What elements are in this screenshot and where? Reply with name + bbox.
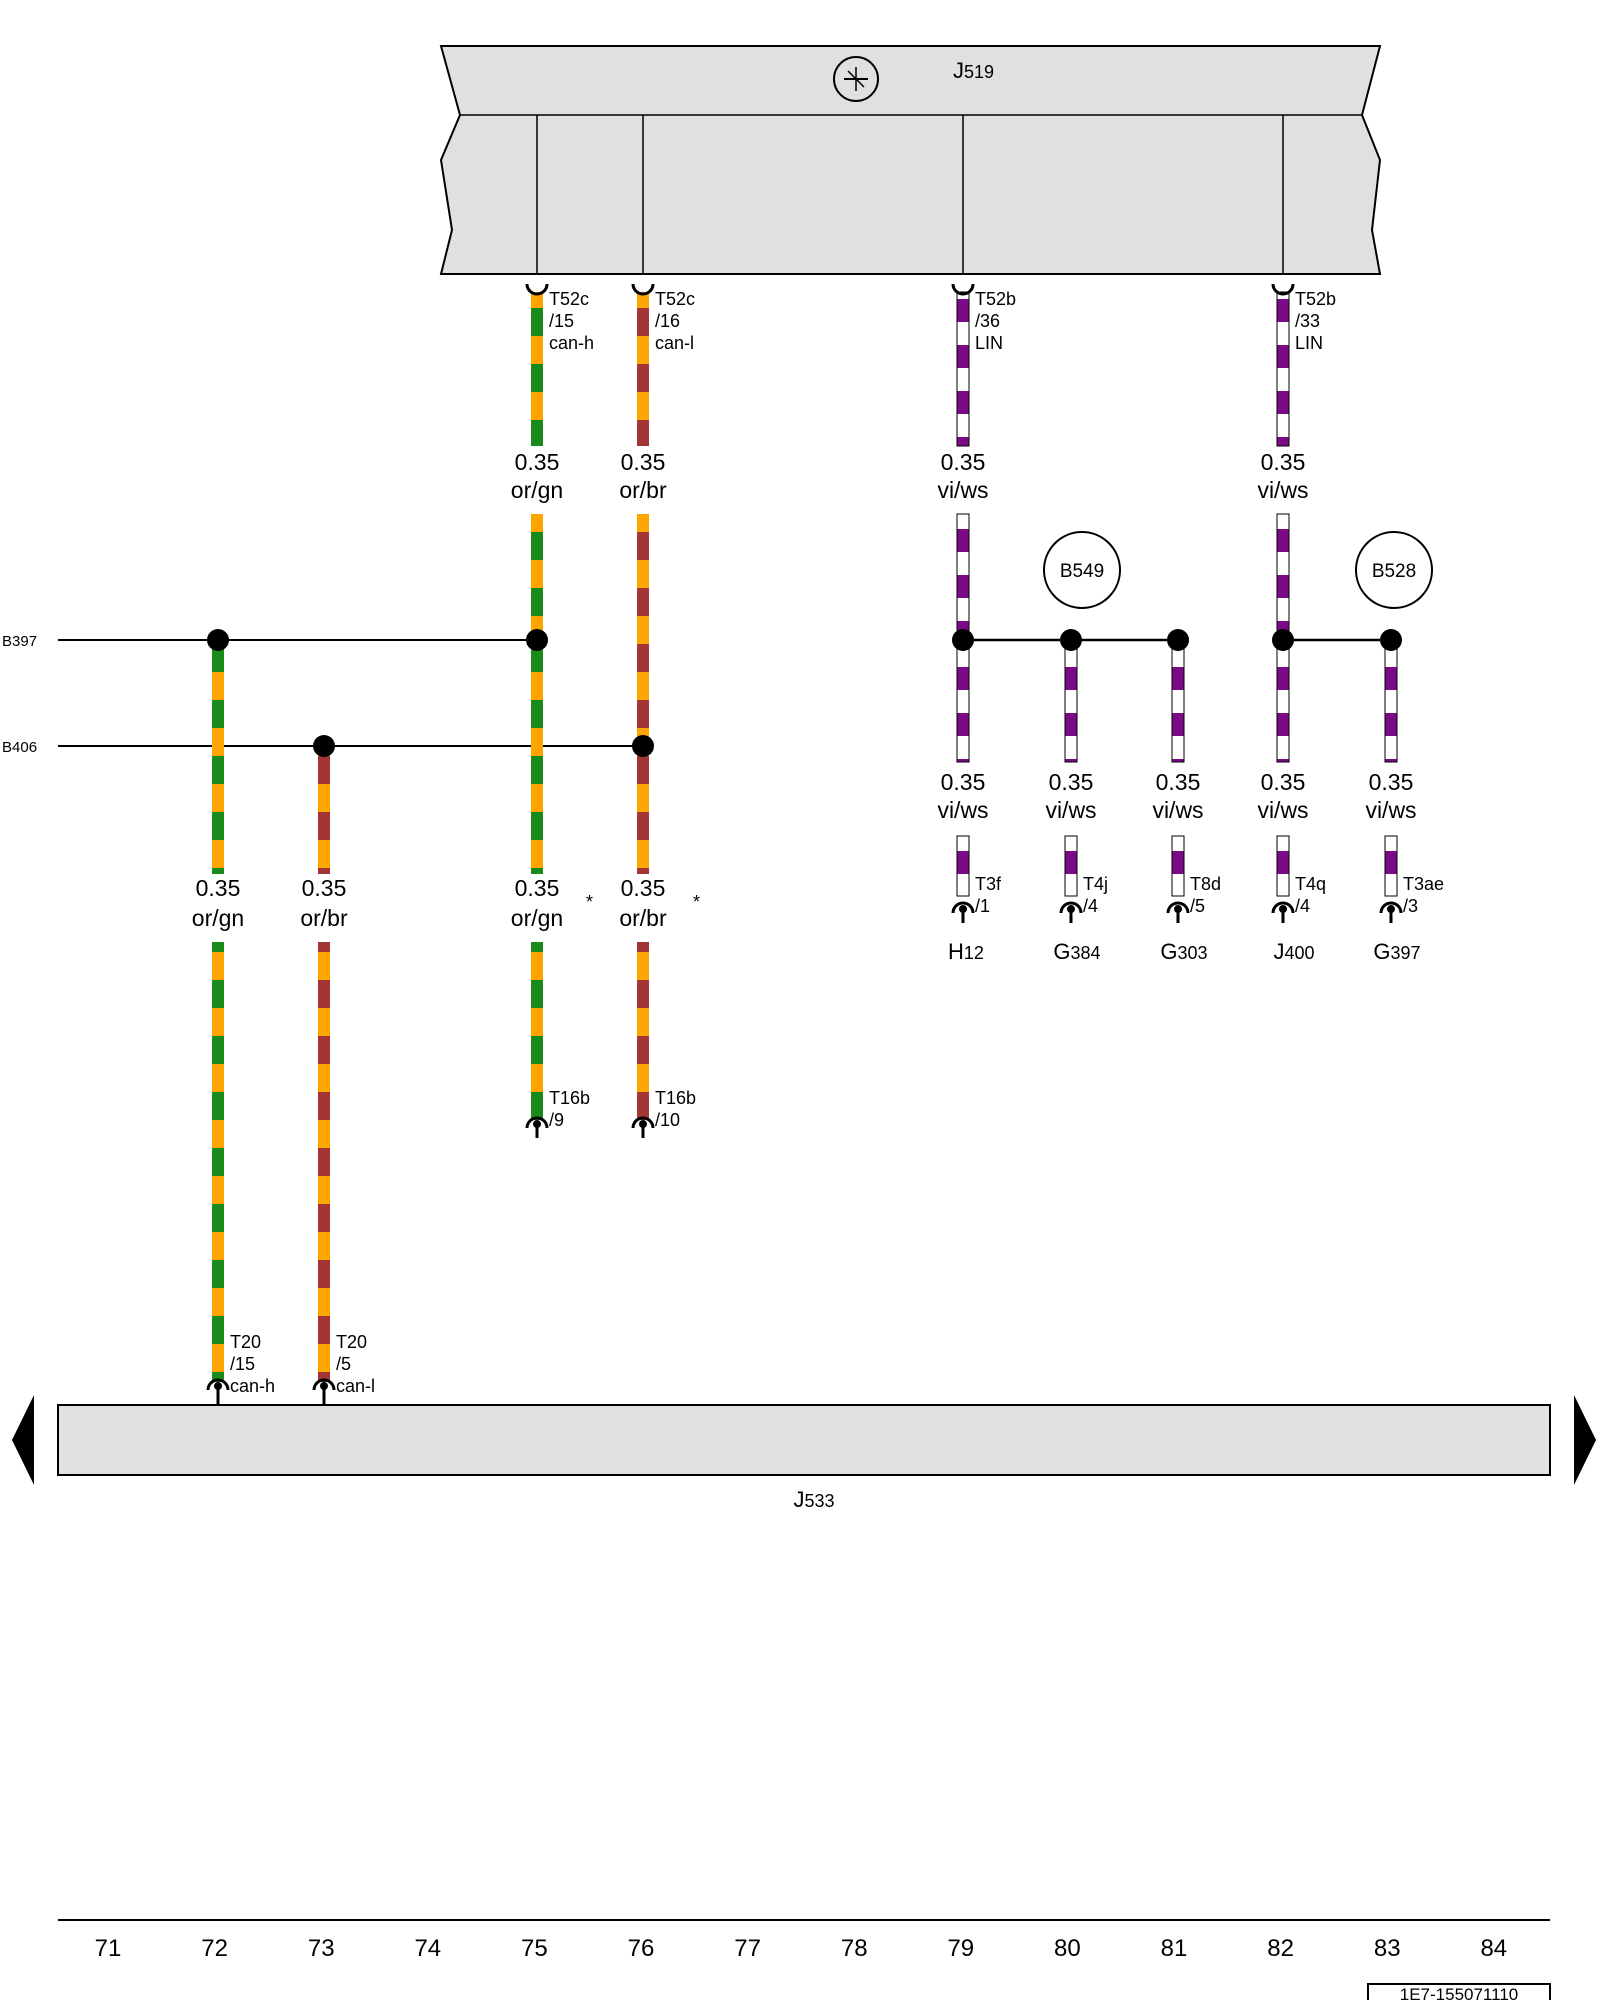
- component-g384: G384: [1053, 939, 1100, 964]
- svg-text:T16b/10: T16b/10: [655, 1088, 696, 1130]
- lower-pin-labels: T3f/1 T4j/4 T8d/5 T4q/4 T3ae/3 T16b/9 T1…: [549, 874, 1444, 1130]
- svg-text:T4q/4: T4q/4: [1295, 874, 1326, 916]
- svg-text:B528: B528: [1372, 561, 1416, 582]
- svg-text:1E7-155071110: 1E7-155071110: [1400, 1985, 1518, 2000]
- wire-75[interactable]: [531, 292, 543, 1120]
- svg-text:B397: B397: [2, 633, 37, 650]
- svg-text:T16b/9: T16b/9: [549, 1088, 590, 1130]
- document-id: 1E7-155071110: [1367, 1983, 1551, 2000]
- column-number: 74: [414, 1935, 441, 1962]
- antenna-symbol-icon: [833, 56, 879, 102]
- wire-73[interactable]: [318, 746, 330, 1382]
- column-number: 80: [1054, 1935, 1081, 1962]
- column-number: 79: [947, 1935, 974, 1962]
- component-labels: H12 G384 G303 J400 G397: [948, 939, 1421, 964]
- j533-label: J533: [793, 1487, 834, 1512]
- column-numbers: 71 72 73 74 75 76 77 78 79 80 81 82 83 84: [95, 1935, 1508, 1962]
- wire-72[interactable]: [212, 640, 224, 1382]
- lower-pin-symbols: [206, 901, 1403, 1404]
- svg-text:B549: B549: [1060, 561, 1104, 582]
- component-h12: H12: [948, 939, 984, 964]
- column-number: 77: [734, 1935, 761, 1962]
- column-number: 76: [628, 1935, 655, 1962]
- svg-text:T8d/5: T8d/5: [1190, 874, 1221, 916]
- control-unit-j533[interactable]: J533: [12, 1395, 1596, 1512]
- svg-text:T4j/4: T4j/4: [1083, 874, 1108, 916]
- column-number: 82: [1267, 1935, 1294, 1962]
- column-number: 73: [308, 1935, 335, 1962]
- column-number: 72: [201, 1935, 228, 1962]
- column-number: 83: [1374, 1935, 1401, 1962]
- column-number: 75: [521, 1935, 548, 1962]
- wire-81[interactable]: [1171, 639, 1185, 897]
- svg-text:B406: B406: [2, 739, 37, 756]
- arrow-right-icon: [1574, 1395, 1596, 1485]
- control-unit-j519[interactable]: J519: [439, 45, 1382, 275]
- column-number: 84: [1480, 1935, 1507, 1962]
- component-g397: G397: [1373, 939, 1420, 964]
- location-b549: B549: [1043, 531, 1121, 609]
- asterisk-note-75: *: [586, 892, 593, 912]
- bus-b397: B397: [2, 633, 537, 650]
- arrow-left-icon: [12, 1395, 34, 1485]
- wire-76[interactable]: [637, 292, 649, 1120]
- svg-text:T3f/1: T3f/1: [975, 874, 1002, 916]
- column-number: 71: [95, 1935, 122, 1962]
- j519-label: J519: [953, 58, 994, 83]
- location-b528: B528: [1355, 531, 1433, 609]
- column-number: 81: [1161, 1935, 1188, 1962]
- component-j400: J400: [1273, 939, 1314, 964]
- svg-text:T3ae/3: T3ae/3: [1403, 874, 1444, 916]
- component-g303: G303: [1160, 939, 1207, 964]
- wire-80[interactable]: [1064, 639, 1078, 897]
- column-number: 78: [841, 1935, 868, 1962]
- asterisk-note-76: *: [693, 892, 700, 912]
- wire-83[interactable]: [1384, 639, 1398, 897]
- splice-points: [207, 629, 1402, 757]
- top-pin-symbols: [525, 283, 1295, 296]
- bus-b406: B406: [2, 739, 643, 756]
